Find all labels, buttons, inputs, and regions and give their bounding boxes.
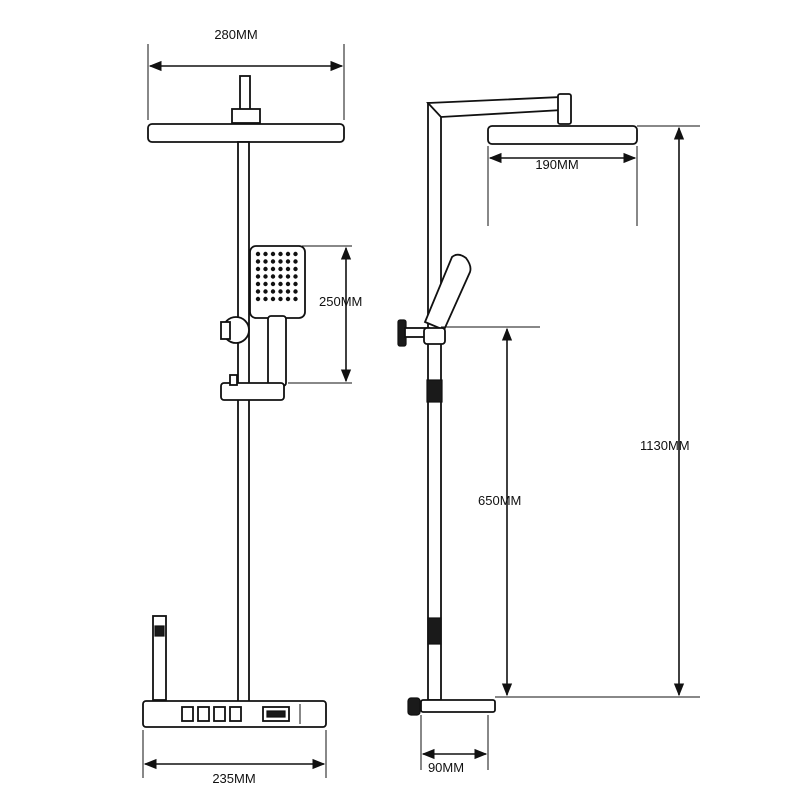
nozzle-dot bbox=[278, 259, 283, 264]
nozzle-dot bbox=[263, 289, 268, 294]
nozzle-dot bbox=[285, 274, 291, 279]
nozzle-dot bbox=[285, 266, 291, 272]
front-slider-knob bbox=[229, 374, 238, 386]
dim-label-90: 90MM bbox=[428, 760, 464, 775]
front-view: 280MM 250MM 235MM bbox=[142, 27, 362, 786]
front-pipe bbox=[237, 141, 250, 703]
console-button-2 bbox=[197, 706, 210, 722]
nozzle-dot bbox=[293, 259, 298, 264]
nozzle-dot bbox=[285, 289, 291, 294]
nozzle-dot bbox=[293, 289, 298, 294]
nozzle-dot bbox=[293, 296, 298, 302]
nozzle-dot bbox=[293, 274, 298, 279]
dim-label-190: 190MM bbox=[535, 157, 578, 172]
side-console bbox=[420, 699, 496, 713]
dim-label-280: 280MM bbox=[214, 27, 257, 42]
nozzle-dot bbox=[270, 281, 276, 287]
nozzle-dot bbox=[255, 289, 261, 294]
front-slider-holder bbox=[220, 382, 285, 401]
nozzle-dot bbox=[263, 281, 268, 287]
nozzle-dot bbox=[278, 251, 283, 257]
nozzle-dot bbox=[293, 251, 298, 257]
side-view: 190MM 1130MM 650MM 90MM bbox=[397, 93, 700, 775]
nozzle-dot bbox=[255, 281, 261, 287]
side-arm bbox=[426, 96, 563, 118]
console-button-1 bbox=[181, 706, 194, 722]
nozzle-dot bbox=[263, 274, 268, 279]
nozzle-dot bbox=[285, 251, 291, 257]
side-arm-end bbox=[557, 93, 572, 125]
console-display-inner bbox=[266, 710, 286, 718]
nozzle-dot bbox=[293, 266, 298, 272]
side-hand-connector bbox=[423, 327, 446, 345]
nozzle-dot bbox=[263, 266, 268, 272]
nozzle-dot bbox=[255, 259, 261, 264]
front-rain-head bbox=[147, 123, 345, 143]
nozzle-dot bbox=[278, 266, 283, 272]
dim-label-1130: 1130MM bbox=[640, 438, 690, 453]
nozzle-dot bbox=[263, 296, 268, 302]
front-hand-shower-handle bbox=[267, 315, 287, 387]
dim-label-650: 650MM bbox=[478, 493, 521, 508]
nozzle-dot bbox=[263, 251, 268, 257]
nozzle-dot bbox=[270, 296, 276, 302]
side-lower-collar bbox=[427, 617, 442, 645]
dim-label-235: 235MM bbox=[212, 771, 255, 786]
dim-label-250: 250MM bbox=[319, 294, 362, 309]
console-button-4 bbox=[229, 706, 242, 722]
nozzle-dot bbox=[293, 281, 298, 287]
nozzle-dot bbox=[255, 251, 261, 257]
console-button-3 bbox=[213, 706, 226, 722]
nozzle-dot bbox=[278, 296, 283, 302]
nozzle-dot bbox=[270, 251, 276, 257]
side-rain-head bbox=[487, 125, 638, 145]
nozzle-dot bbox=[255, 274, 261, 279]
hand-shower-nozzles bbox=[255, 251, 298, 302]
nozzle-dot bbox=[270, 259, 276, 264]
side-hand-shower bbox=[423, 253, 472, 332]
front-top-collar bbox=[231, 108, 261, 124]
nozzle-dot bbox=[263, 259, 268, 264]
nozzle-dot bbox=[255, 296, 261, 302]
nozzle-dot bbox=[270, 266, 276, 272]
front-tub-spout bbox=[152, 615, 167, 701]
side-console-knob bbox=[407, 697, 421, 716]
nozzle-dot bbox=[285, 296, 291, 302]
nozzle-dot bbox=[270, 289, 276, 294]
front-valve-body bbox=[220, 321, 231, 340]
nozzle-dot bbox=[270, 274, 276, 279]
front-tub-spout-tip bbox=[154, 625, 165, 637]
nozzle-dot bbox=[285, 259, 291, 264]
nozzle-dot bbox=[255, 266, 261, 272]
side-slider bbox=[426, 379, 443, 403]
nozzle-dot bbox=[278, 281, 283, 287]
nozzle-dot bbox=[285, 281, 291, 287]
nozzle-dot bbox=[278, 274, 283, 279]
nozzle-dot bbox=[278, 289, 283, 294]
